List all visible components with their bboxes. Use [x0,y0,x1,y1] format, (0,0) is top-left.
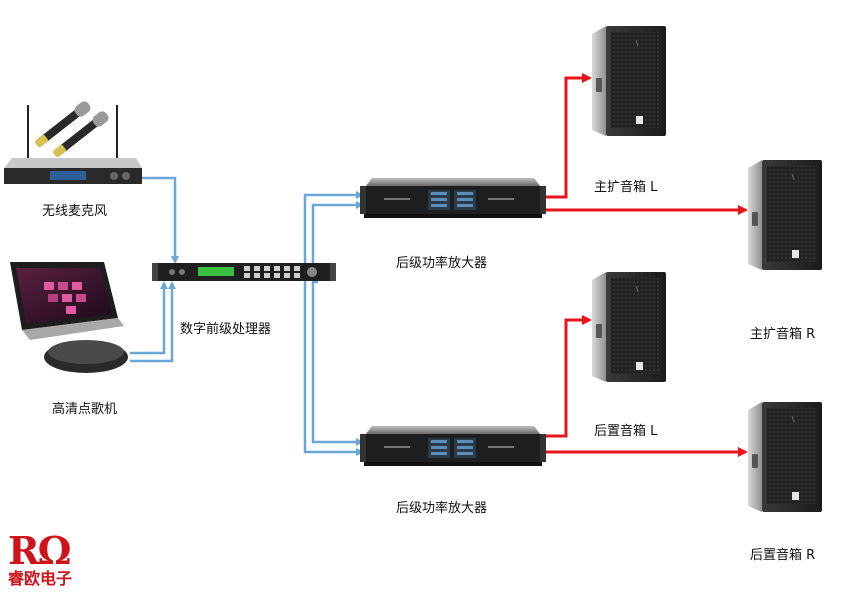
line-processor-to-amp2-2 [311,280,364,446]
logo-text: 睿欧电子 [8,569,73,588]
speaker-icon-main-r [747,159,823,271]
cable-amp2-to-rear-l [540,315,592,438]
label-rear-speaker-l: 后置音箱 L [594,424,658,439]
speaker-cables [540,73,748,457]
label-main-speaker-r: 主扩音箱 R [750,327,816,342]
logo-mark: RΩ [8,528,71,573]
speaker-icon-rear-r [747,401,823,513]
label-rear-speaker-r: 后置音箱 R [750,548,816,563]
touchscreen-jukebox-icon [10,262,128,373]
label-main-speaker-l: 主扩音箱 L [594,180,658,195]
label-processor: 数字前级处理器 [180,322,272,337]
digital-processor-icon [152,263,336,281]
label-amp1: 后级功率放大器 [396,256,488,271]
line-jukebox-to-processor-2 [130,281,176,363]
line-jukebox-to-processor [130,281,168,355]
speaker-icon-main-l [591,25,667,137]
label-jukebox: 高清点歌机 [52,402,118,417]
power-amplifier-icon-2 [360,426,546,466]
label-wireless-mic: 无线麦克风 [42,204,108,219]
speaker-icon-rear-l [591,271,667,383]
audio-lines [130,176,364,456]
wireless-microphone-receiver-icon [4,101,142,184]
brand-logo: RΩ 睿欧电子 [8,532,80,594]
cable-amp1-to-main-l [540,73,592,199]
label-amp2: 后级功率放大器 [396,501,488,516]
line-mic-to-processor [138,176,179,264]
power-amplifier-icon-1 [360,178,546,218]
